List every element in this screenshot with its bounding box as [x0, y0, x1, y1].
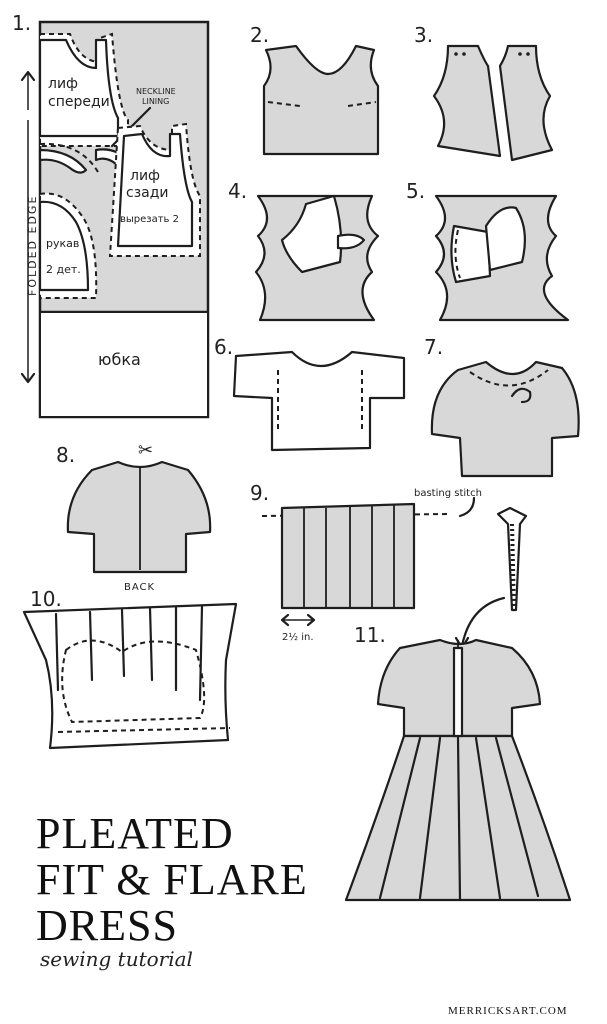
- bodice-flat: [232, 350, 406, 452]
- marker-dot: [526, 52, 530, 56]
- step-number-1: 1.: [12, 11, 31, 35]
- step-3-bodice-assembled: 3.: [414, 23, 554, 162]
- step-number-8: 8.: [56, 443, 75, 467]
- credit: MERRICKSART.COM: [448, 1005, 568, 1017]
- step-number-5: 5.: [406, 179, 425, 203]
- zipper-tape: [496, 506, 528, 612]
- step-6-tshirt-shape: 6.: [214, 335, 406, 452]
- scissors-icon: ✂: [138, 440, 153, 461]
- neckline-label-1: NECKLINE: [136, 87, 176, 96]
- step-5-sleeve-sewn: 5.: [406, 179, 570, 322]
- step-number-7: 7.: [424, 335, 443, 359]
- neckline-stitch: [469, 369, 549, 387]
- neckline-label-2: LINING: [142, 97, 169, 106]
- bodice-front: [262, 44, 380, 156]
- marker-dot: [462, 52, 466, 56]
- step-10-attach-skirt: 10.: [22, 587, 238, 750]
- back-bodice-piece: [116, 132, 194, 248]
- neckline-arrow: [510, 387, 532, 404]
- back-cut-label: вырезать 2: [120, 214, 179, 225]
- back-label: BACK: [124, 582, 155, 593]
- step-number-11: 11.: [354, 623, 386, 647]
- step-number-10: 10.: [30, 587, 62, 611]
- sleeve-folded: [450, 224, 492, 284]
- step-number-4: 4.: [228, 179, 247, 203]
- basting-arrow: [458, 496, 476, 518]
- bodice-back: [66, 460, 212, 574]
- skirt-panel: [22, 602, 238, 750]
- subtitle: sewing tutorial: [40, 947, 193, 971]
- pleated-fabric: [280, 502, 416, 610]
- sleeve-label-2: 2 дет.: [46, 263, 81, 276]
- basting-stitch-label: basting stitch: [414, 488, 482, 499]
- step-8-back-view: 8. ✂ BACK: [56, 440, 212, 593]
- folded-edge-arrow-bottom: [20, 372, 36, 384]
- back-bodice-label-1: лиф: [130, 168, 160, 184]
- sleeve-piece: [38, 200, 90, 292]
- skirt-label: юбка: [98, 350, 141, 369]
- dress-pleats: [378, 736, 540, 902]
- dress-zipper: [452, 646, 464, 738]
- step-number-6: 6.: [214, 335, 233, 359]
- pleat-width-label: 2½ in.: [282, 631, 314, 643]
- title-line-2: FIT & FLARE: [36, 855, 308, 904]
- step-4-sleeve-pin: 4.: [228, 179, 380, 322]
- neckline-lining-front: [38, 148, 88, 174]
- marker-dot: [454, 52, 458, 56]
- bodice-outline-dashed: [61, 639, 206, 724]
- armhole-opening: [484, 206, 527, 272]
- sleeve-label-1: рукав: [46, 237, 79, 250]
- sleeve-seam: [454, 229, 461, 279]
- zipper-teeth: [510, 523, 516, 609]
- front-bodice-label-2: спереди: [48, 94, 110, 110]
- front-bodice-label-1: лиф: [48, 76, 78, 92]
- title-block: PLEATED FIT & FLARE DRESS sewing tutoria…: [36, 809, 308, 971]
- marker-dot: [518, 52, 522, 56]
- skirt-area: [41, 313, 207, 416]
- front-bodice-piece: [38, 38, 120, 138]
- step-2-bodice-darts: 2.: [250, 23, 380, 156]
- dart-right: [347, 101, 377, 107]
- armhole-cutout: [336, 233, 366, 250]
- zipper-arrow: [460, 596, 506, 648]
- step-7-neckline: 7.: [424, 335, 580, 478]
- back-bodice-label-2: сзади: [126, 185, 169, 201]
- title-line-1: PLEATED: [36, 809, 234, 858]
- step-9-pleats: 9. basting stitch 2½ in.: [250, 481, 482, 643]
- step-number-3: 3.: [414, 23, 433, 47]
- sleeve-pinned: [280, 194, 343, 274]
- step-number-9: 9.: [250, 481, 269, 505]
- folded-edge-label: FOLDED EDGE: [26, 195, 39, 296]
- skirt-pleats: [54, 604, 204, 702]
- step-11-finished-dress: 11.: [344, 623, 572, 902]
- title-line-3: DRESS: [36, 901, 178, 950]
- measure-arrows: [280, 613, 316, 627]
- step-1-pattern-layout: 1. лиф спереди NECKLINE LINING лиф сзади…: [12, 11, 210, 419]
- bodice-right-panel: [498, 44, 554, 162]
- bodice-neckline-view: [430, 360, 580, 478]
- step-number-2: 2.: [250, 23, 269, 47]
- hem-stitch: [57, 727, 231, 733]
- zipper-icon: [454, 506, 528, 650]
- bodice-left-panel: [432, 44, 502, 158]
